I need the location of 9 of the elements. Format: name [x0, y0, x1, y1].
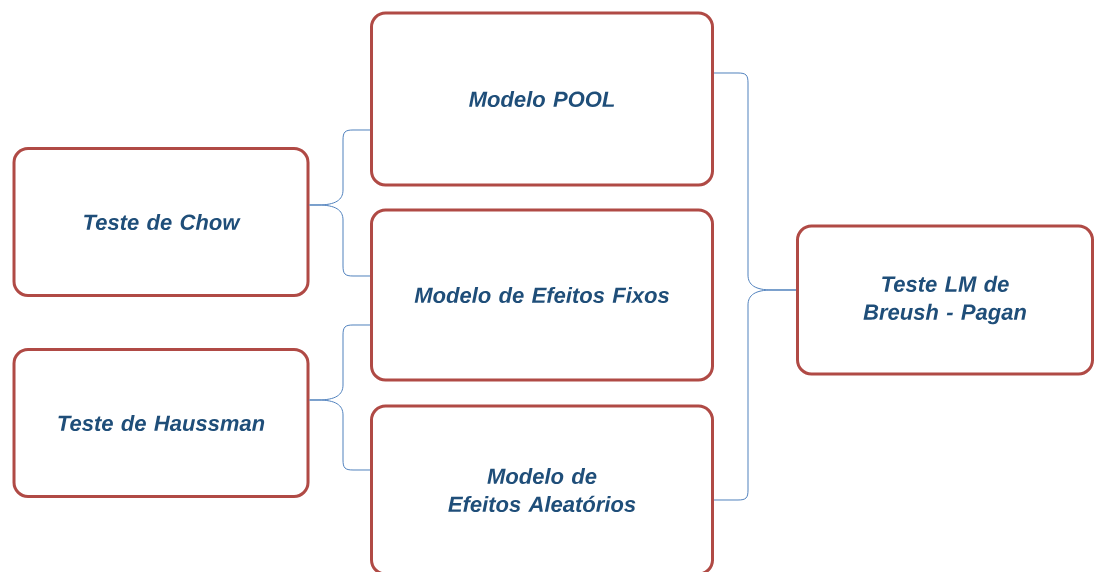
- model-box: Modelo de Efeitos Aleatórios: [370, 404, 714, 572]
- bracket-connector: [713, 289, 797, 501]
- model-box: Modelo POOL: [370, 11, 714, 187]
- model-box: Teste LM de Breush - Pagan: [796, 224, 1094, 376]
- model-box: Teste de Chow: [12, 147, 310, 297]
- model-box: Teste de Haussman: [12, 348, 310, 498]
- bracket-connector: [309, 204, 371, 277]
- bracket-connector: [309, 399, 371, 471]
- model-box: Modelo de Efeitos Fixos: [370, 208, 714, 382]
